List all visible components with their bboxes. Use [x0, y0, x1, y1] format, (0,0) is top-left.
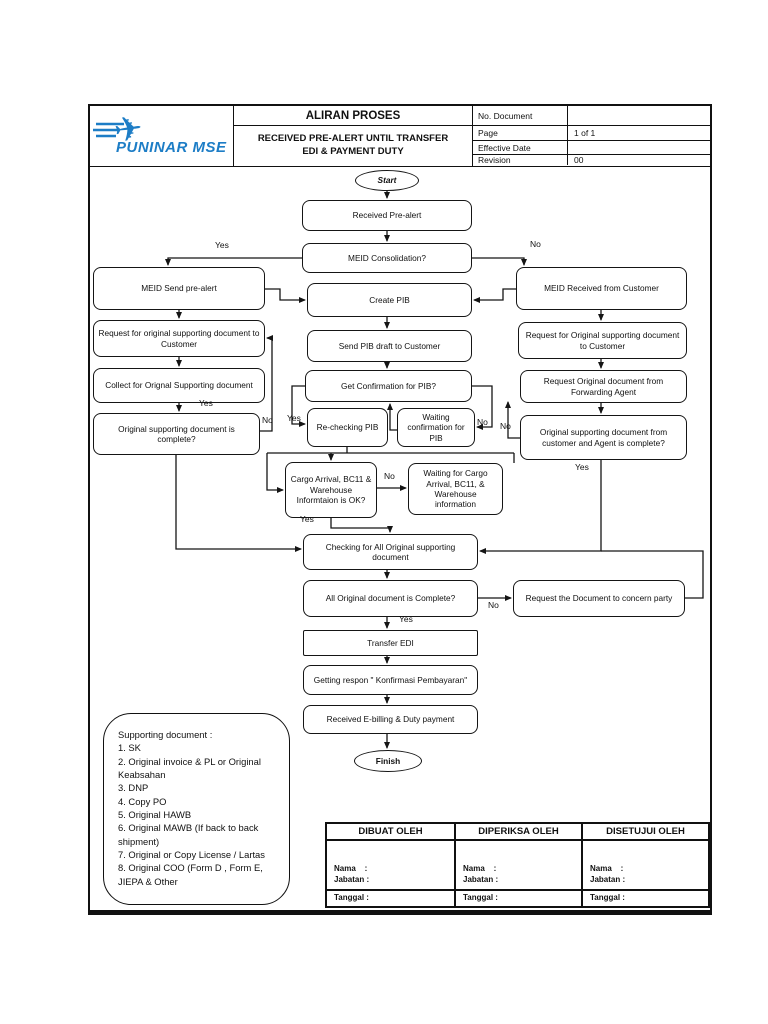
finish-terminator: Finish — [354, 750, 422, 772]
edge-label-no: No — [500, 421, 511, 431]
edge-label-no: No — [262, 415, 273, 425]
edge-label-no: No — [384, 471, 395, 481]
name-field-label: Nama : — [463, 863, 497, 873]
signature-column-header: DIBUAT OLEH — [327, 824, 454, 841]
original-supporting-complete-right: Original supporting document from custom… — [520, 415, 687, 460]
info-label: Revision — [478, 155, 511, 165]
doc-subtitle-line: RECEIVED PRE-ALERT UNTIL TRANSFER — [257, 133, 449, 145]
note-line: Supporting document : — [118, 729, 213, 740]
edge-label-yes: Yes — [215, 240, 229, 250]
signature-column: DIPERIKSA OLEH Nama : Jabatan : Tanggal : — [454, 824, 581, 906]
request-original-doc-customer-left: Request for original supporting document… — [93, 320, 265, 357]
request-document-concern-party: Request the Document to concern party — [513, 580, 685, 617]
received-pre-alert: Received Pre-alert — [302, 200, 472, 231]
cargo-arrival-ok: Cargo Arrival, BC11 & Warehouse Informta… — [285, 462, 377, 518]
note-line: 5. Original HAWB — [118, 809, 192, 821]
send-pib-draft: Send PIB draft to Customer — [307, 330, 472, 362]
waiting-cargo-arrival: Waiting for Cargo Arrival, BC11, & Wareh… — [408, 463, 503, 515]
checking-all-original: Checking for All Original supporting doc… — [303, 534, 478, 570]
signature-column: DIBUAT OLEH Nama : Jabatan : Tanggal : — [327, 824, 454, 906]
note-line: 4. Copy PO — [118, 795, 167, 807]
received-ebilling-duty: Received E-billing & Duty payment — [303, 705, 478, 734]
request-original-forwarding-agent: Request Original document from Forwardin… — [520, 370, 687, 403]
collect-original-supporting: Collect for Orignal Supporting document — [93, 368, 265, 403]
start-terminator: Start — [355, 170, 419, 191]
doc-title: ALIRAN PROSES — [234, 106, 472, 126]
document-header: ✈ PUNINAR MSE ALIRAN PROSES RECEIVED PRE… — [90, 106, 710, 167]
info-label: No. Document — [478, 110, 533, 121]
note-line: 8. Original COO (Form D , Form E, JIEPA … — [118, 862, 263, 887]
info-value — [567, 141, 710, 154]
request-original-doc-customer-right: Request for Original supporting document… — [518, 322, 687, 359]
all-original-complete: All Original document is Complete? — [303, 580, 478, 617]
get-confirmation-pib: Get Confirmation for PIB? — [305, 370, 472, 402]
signature-fields: Nama : Jabatan : — [456, 841, 581, 889]
edge-label-no: No — [530, 239, 541, 249]
position-field-label: Jabatan : — [590, 875, 626, 885]
company-logo: ✈ PUNINAR MSE — [90, 106, 233, 166]
edge-label-no: No — [488, 600, 499, 610]
signature-column-header: DISETUJUI OLEH — [583, 824, 708, 841]
info-value — [567, 106, 710, 125]
info-row: No. Document — [473, 106, 710, 125]
note-line: 3. DNP — [118, 782, 149, 794]
signature-fields: Nama : Jabatan : — [327, 841, 454, 889]
signature-fields: Nama : Jabatan : — [583, 841, 708, 889]
position-field-label: Jabatan : — [334, 875, 370, 885]
logo-wordmark: PUNINAR MSE — [116, 139, 227, 156]
note-line: 2. Original invoice & PL or Original Kea… — [118, 755, 261, 781]
info-value: 00 — [567, 155, 710, 165]
date-field-label: Tanggal : — [327, 889, 454, 906]
meid-received-from-customer: MEID Received from Customer — [516, 267, 687, 310]
airplane-logo-icon: ✈ PUNINAR MSE — [93, 109, 227, 156]
info-row: Revision 00 — [473, 154, 710, 165]
edge-label-yes: Yes — [399, 614, 413, 624]
airplane-glyph: ✈ — [112, 109, 146, 151]
edge-label-yes: Yes — [300, 514, 314, 524]
info-label: Effective Date — [478, 142, 531, 153]
note-line: 1. SK — [118, 742, 141, 754]
note-line: 7. Original or Copy License / Lartas — [118, 849, 265, 861]
info-row: Page 1 of 1 — [473, 125, 710, 140]
edge-label-yes: Yes — [287, 413, 301, 423]
create-pib: Create PIB — [307, 283, 472, 317]
meid-send-pre-alert: MEID Send pre-alert — [93, 267, 265, 310]
original-supporting-complete-left: Original supporting document is complete… — [93, 413, 260, 455]
signature-column: DISETUJUI OLEH Nama : Jabatan : Tanggal : — [581, 824, 708, 906]
note-line: 6. Original MAWB (If back to back shipme… — [118, 822, 259, 847]
info-label: Page — [478, 128, 498, 138]
edge-label-yes: Yes — [199, 398, 213, 408]
name-field-label: Nama : — [590, 863, 624, 873]
re-checking-pib: Re-checking PIB — [307, 408, 388, 447]
info-value: 1 of 1 — [567, 126, 710, 140]
transfer-edi: Transfer EDI — [303, 630, 478, 656]
name-field-label: Nama : — [334, 863, 368, 873]
date-field-label: Tanggal : — [456, 889, 581, 906]
doc-subtitle-line: EDI & PAYMENT DUTY — [302, 146, 404, 157]
position-field-label: Jabatan : — [463, 875, 499, 885]
meid-consolidation: MEID Consolidation? — [302, 243, 472, 273]
waiting-confirmation-pib: Waiting confirmation for PIB — [397, 408, 475, 447]
date-field-label: Tanggal : — [583, 889, 708, 906]
edge-label-yes: Yes — [575, 462, 589, 472]
title-block: ALIRAN PROSES RECEIVED PRE-ALERT UNTIL T… — [233, 106, 473, 166]
edge-label-no: No — [477, 417, 488, 427]
info-row: Effective Date — [473, 140, 710, 154]
document-frame: ✈ PUNINAR MSE ALIRAN PROSES RECEIVED PRE… — [88, 104, 712, 915]
getting-respon: Getting respon " Konfirmasi Pembayaran" — [303, 665, 478, 695]
signature-column-header: DIPERIKSA OLEH — [456, 824, 581, 841]
